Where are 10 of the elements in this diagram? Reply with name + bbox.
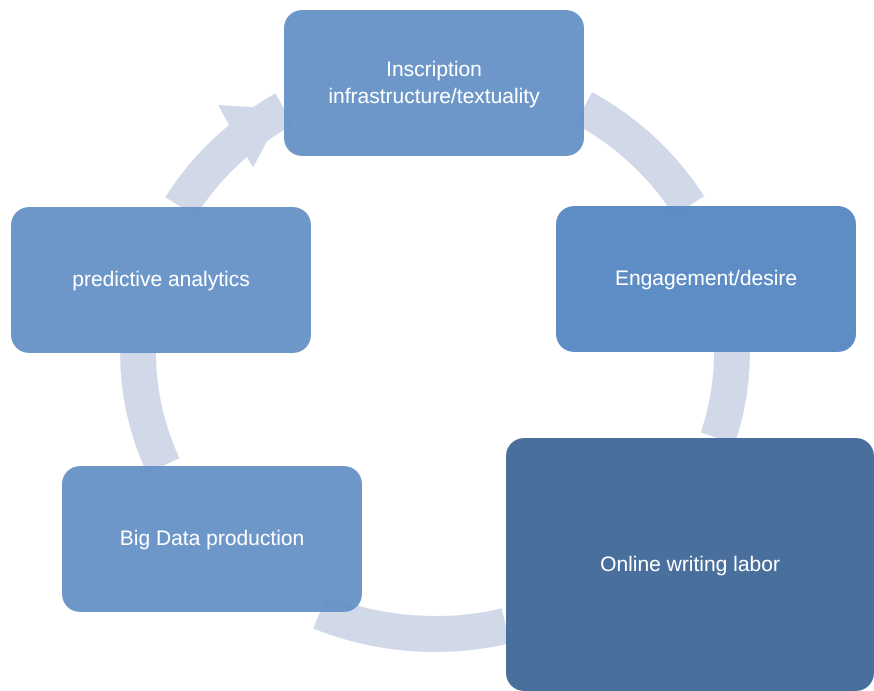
process-box [11,207,311,353]
process-box [556,206,856,352]
process-box [506,438,874,691]
box-label: Inscription infrastructure/textuality [327,56,541,110]
box-label: Engagement/desire [614,266,798,292]
process-box [284,10,584,156]
process-box [62,466,362,612]
box-label: Big Data production [120,526,304,552]
box-label: Online writing labor [600,552,780,578]
box-label: predictive analytics [72,267,250,294]
